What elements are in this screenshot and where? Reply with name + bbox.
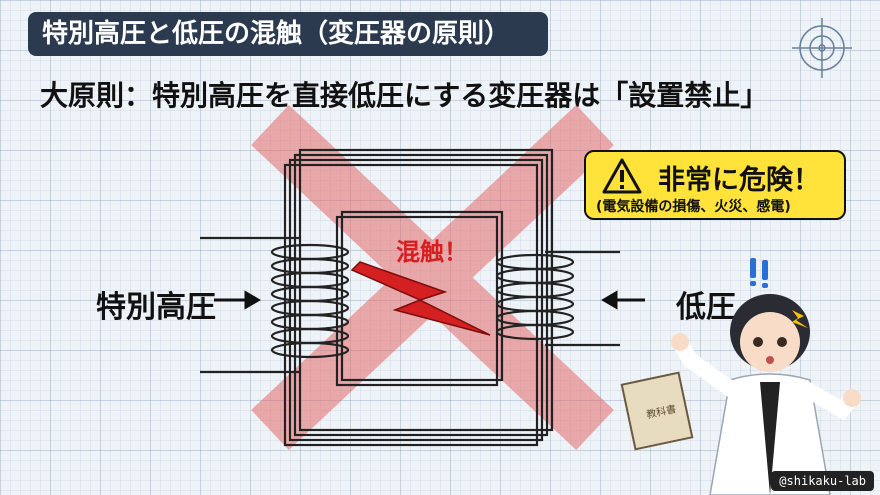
primary-arrow	[214, 290, 261, 310]
primary-label: 特別高圧	[96, 290, 216, 325]
book-icon: 教科書	[620, 371, 694, 451]
credit-badge: @shikaku-lab	[771, 471, 874, 491]
spark-icon	[350, 261, 491, 336]
secondary-coil	[495, 250, 620, 347]
warning-sub-text: (電気設備の損傷、火災、感電)	[596, 199, 791, 215]
secondary-arrow	[601, 290, 645, 310]
page-title: 特別高圧と低圧の混触（変圧器の原則）	[28, 12, 548, 56]
prohibition-x	[251, 104, 614, 451]
primary-coil	[200, 236, 350, 374]
secondary-label: 低圧	[676, 290, 736, 325]
exclamation-icon	[750, 258, 768, 288]
warning-box: 非常に危険！ (電気設備の損傷、火災、感電)	[584, 150, 846, 220]
crosshair-icon	[792, 18, 852, 78]
scientist-character: 教科書	[620, 258, 861, 495]
contact-label: 混触！	[396, 238, 468, 266]
subtitle: 大原則：特別高圧を直接低圧にする変圧器は「設置禁止」	[40, 79, 769, 112]
warning-main-text: 非常に危険！	[658, 165, 820, 196]
warning-triangle-icon	[602, 158, 642, 194]
